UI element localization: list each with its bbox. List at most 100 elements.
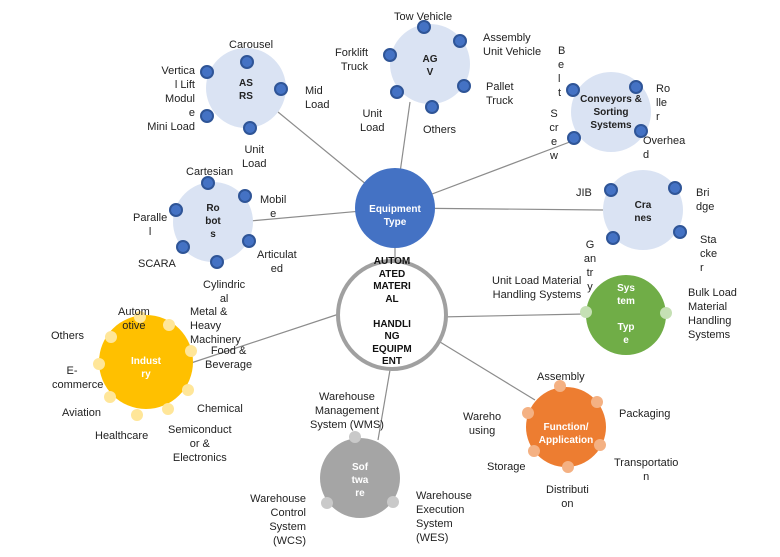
asrs-label-mid-load: Mid Load xyxy=(305,85,330,111)
industry-node-others xyxy=(105,331,117,343)
robots-label-articulated: Articulat ed xyxy=(257,249,297,275)
robots-label-cylindrical: Cylindric al xyxy=(203,279,246,305)
function-label-warehousing: Wareho using xyxy=(463,411,502,437)
robots-label-scara: SCARA xyxy=(138,258,176,270)
asrs-hub xyxy=(206,48,286,128)
agv-node-unit-load xyxy=(390,85,404,99)
robots-node-cylindrical xyxy=(210,255,224,269)
industry-label-automotive: Autom otive xyxy=(118,306,150,332)
system-type-node-unit-load xyxy=(580,306,592,318)
cranes-node-bridge xyxy=(668,181,682,195)
cranes-hub xyxy=(603,170,683,250)
agv-label-pallet-truck: Pallet Truck xyxy=(486,81,514,107)
function-label-packaging: Packaging xyxy=(619,408,671,420)
robots-node-articulated xyxy=(242,234,256,248)
asrs-label-vertical-lift: Vertica l Lift Modul e Mini Load xyxy=(147,65,195,133)
industry-node-chemical xyxy=(182,384,194,396)
connector-software xyxy=(377,369,391,441)
equipment-type-hub xyxy=(355,168,435,248)
conveyors-title: Conveyors & Sorting Systems xyxy=(580,94,642,131)
cranes-label-gantry: G an tr y xyxy=(583,239,597,293)
industry-label-food: Food & Beverage xyxy=(205,345,253,371)
agv-node-tow-vehicle xyxy=(417,20,431,34)
agv-hub xyxy=(390,24,470,104)
function-node-warehousing xyxy=(522,407,534,419)
cranes-label-bridge: Bri dge xyxy=(696,187,715,213)
industry-node-semiconductor xyxy=(162,403,174,415)
conveyors-node-belt xyxy=(566,83,580,97)
software-node-wms xyxy=(349,431,361,443)
function-hub xyxy=(526,387,606,467)
asrs-title: AS RS xyxy=(239,78,253,102)
agv-label-assembly-unit: Assembly Unit Vehicle xyxy=(483,32,542,58)
system-type-label-unit-load: Unit Load Material Handling Systems xyxy=(492,275,582,301)
function-label-transportation: Transportatio n xyxy=(614,457,679,483)
industry-node-ecommerce xyxy=(93,358,105,370)
industry-label-metal: Metal & Heavy Machinery xyxy=(190,306,241,346)
agv-node-pallet-truck xyxy=(457,79,471,93)
industry-title: Indust ry xyxy=(131,356,161,380)
agv-label-forklift: Forklift Truck xyxy=(335,47,368,73)
cranes-node-gantry xyxy=(606,231,620,245)
robots-label-cartesian: Cartesian xyxy=(186,166,234,178)
software-label-wes: Warehouse Execution System (WES) xyxy=(416,490,472,544)
cranes-node-stacker xyxy=(673,225,687,239)
conveyors-node-overhead xyxy=(634,124,648,138)
function-node-storage xyxy=(528,445,540,457)
function-node-assembly xyxy=(554,380,566,392)
system-type-title: Sys tem Typ e xyxy=(617,283,635,346)
software-label-wcs: Warehouse Control System (WCS) xyxy=(250,493,306,547)
conveyors-label-overhead: Overhea d xyxy=(643,135,686,161)
function-title: Function/ Application xyxy=(538,422,594,446)
industry-label-chemical: Chemical xyxy=(197,403,243,415)
agv-label-tow-vehicle: Tow Vehicle xyxy=(394,11,453,23)
agv-node-others xyxy=(425,100,439,114)
function-node-transportation xyxy=(594,439,606,451)
industry-node-healthcare xyxy=(131,409,143,421)
industry-label-others: Others xyxy=(51,330,85,342)
agv-label-others: Others xyxy=(423,124,457,136)
software-hub xyxy=(320,438,400,518)
robots-node-cartesian xyxy=(201,176,215,190)
industry-node-automotive xyxy=(134,311,146,323)
industry-label-semiconductor: Semiconduct or & Electronics xyxy=(168,424,232,464)
conveyors-label-roller: Ro lle r xyxy=(656,83,671,123)
system-type-node-bulk-load xyxy=(660,307,672,319)
conveyors-label-screw: S cr e w xyxy=(549,108,559,162)
industry-node-aviation xyxy=(104,391,116,403)
software-node-wcs xyxy=(321,497,333,509)
equipment-type-title: Equipment Type xyxy=(369,204,421,228)
cranes-title: Cra nes xyxy=(634,200,652,224)
root-title: AUTOM ATED MATERI AL HANDLI NG EQUIPM EN… xyxy=(372,256,412,367)
robots-node-scara xyxy=(176,240,190,254)
robots-label-mobile: Mobil e xyxy=(260,194,287,220)
connector-function xyxy=(439,341,536,401)
software-node-wes xyxy=(387,496,399,508)
function-label-distribution: Distributi on xyxy=(546,484,589,510)
root-hub xyxy=(336,259,448,371)
asrs-label-carousel: Carousel xyxy=(229,39,274,51)
function-node-distribution xyxy=(562,461,574,473)
conveyors-node-roller xyxy=(629,80,643,94)
system-type-label-bulk-load: Bulk Load Material Handling Systems xyxy=(688,287,737,341)
robots-title: Ro bot s xyxy=(205,203,221,240)
function-label-assembly: Assembly xyxy=(537,371,585,383)
software-title: Sof twa re xyxy=(351,462,369,499)
asrs-node-mini-load xyxy=(200,109,214,123)
asrs-node-carousel xyxy=(240,55,254,69)
function-label-storage: Storage xyxy=(487,461,526,473)
industry-label-ecommerce: E- commerce xyxy=(52,365,104,391)
cranes-node-jib xyxy=(604,183,618,197)
industry-label-healthcare: Healthcare xyxy=(95,430,149,442)
agv-title: AG V xyxy=(422,54,438,78)
asrs-label-unit-load: Unit Load xyxy=(242,144,267,170)
robots-node-parallel xyxy=(169,203,183,217)
function-node-packaging xyxy=(591,396,603,408)
robots-label-parallel: Paralle l xyxy=(133,212,168,238)
system-type-hub xyxy=(586,275,666,355)
software-label-wms: Warehouse Management System (WMS) xyxy=(310,391,384,431)
agv-node-forklift xyxy=(383,48,397,62)
agv-node-assembly-unit xyxy=(453,34,467,48)
industry-hub xyxy=(99,315,193,409)
